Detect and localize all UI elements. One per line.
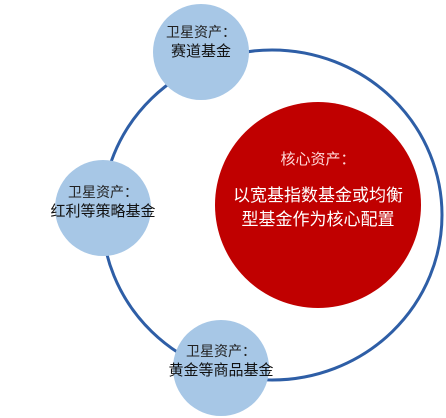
satellite-circle-bottom	[173, 320, 269, 416]
satellite-top-label: 卫星资产： 赛道基金	[141, 24, 261, 62]
satellite-bottom-body: 黄金等商品基金	[168, 361, 274, 380]
satellite-bottom-label: 卫星资产： 黄金等商品基金	[141, 343, 301, 381]
core-title: 核心资产：	[280, 150, 356, 168]
core-body: 以宽基指数基金或均衡型基金作为核心配置	[233, 185, 403, 231]
satellite-left-body: 红利等策略基金	[50, 202, 156, 221]
core-label: 核心资产： 以宽基指数基金或均衡型基金作为核心配置	[228, 150, 408, 233]
satellite-left-title: 卫星资产：	[68, 185, 138, 201]
satellite-top-title: 卫星资产：	[166, 25, 236, 41]
satellite-bottom-title: 卫星资产：	[186, 344, 256, 360]
satellite-circle-top	[153, 4, 249, 100]
satellite-top-body: 赛道基金	[170, 42, 231, 61]
satellite-circle-left	[55, 160, 151, 256]
core-circle	[215, 102, 421, 308]
satellite-left-label: 卫星资产： 红利等策略基金	[8, 184, 198, 222]
